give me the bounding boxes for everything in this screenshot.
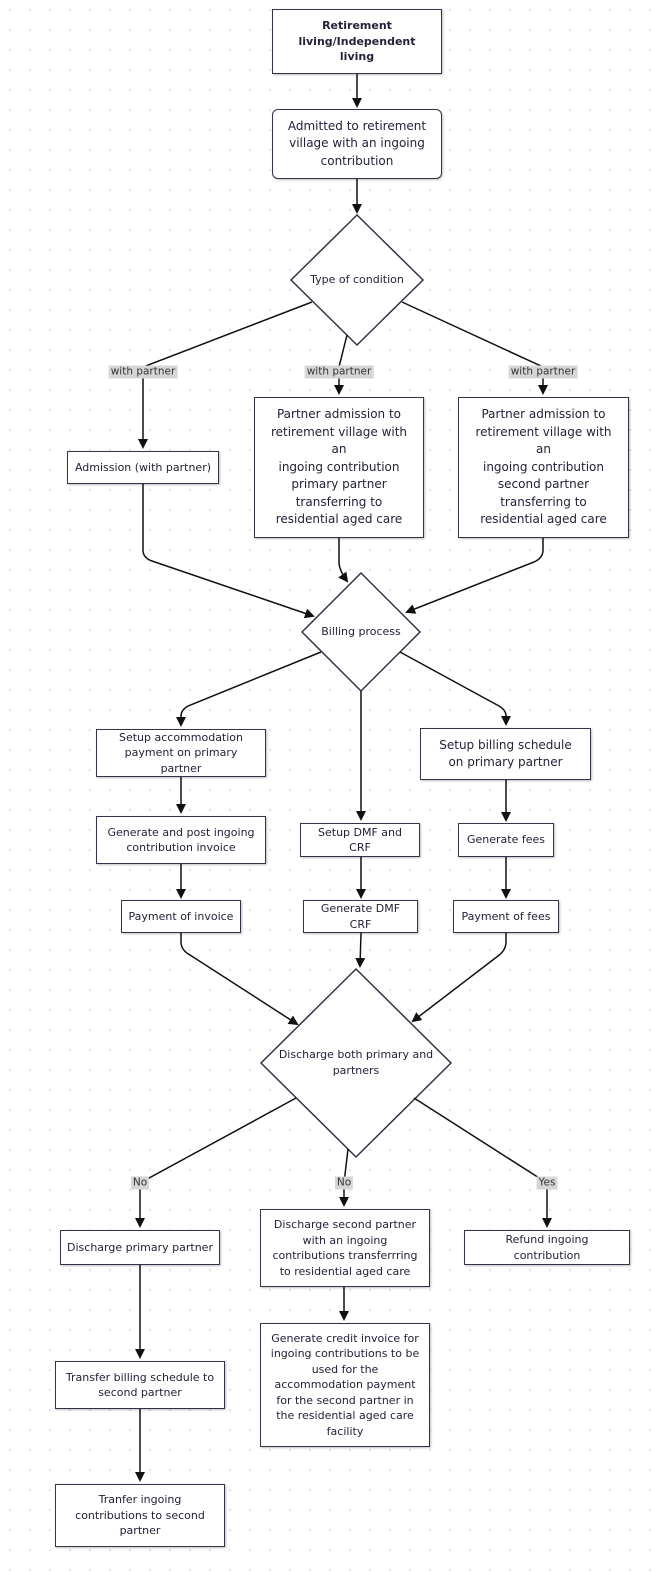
node-admitted-retirement-village: Admitted to retirement village with an i… (272, 109, 442, 179)
edge-type-to-partner-second (401, 301, 548, 395)
node-partner-admission-second: Partner admission to retirement village … (458, 397, 629, 538)
decision-discharge-both-shape (259, 967, 453, 1159)
decision-type-of-condition-shape (289, 213, 425, 347)
decision-billing-process-label: Billing process (321, 625, 401, 638)
node-retirement-living: Retirement living/Independent living (272, 9, 442, 74)
node-discharge-second-partner: Discharge second partner with an ingoing… (260, 1209, 430, 1287)
decision-type-of-condition-label: Type of condition (310, 273, 404, 286)
edge-billing-to-setup-schedule (399, 651, 511, 726)
edge-payment-invoice-to-discharge (180, 933, 299, 1026)
edge-label-yes-right: Yes (536, 1176, 558, 1190)
node-admission-with-partner: Admission (with partner) (67, 451, 219, 484)
edge-label-with-partner-right: with partner (508, 365, 578, 379)
edge-partner-second-to-billing (405, 538, 544, 614)
node-refund-ingoing-contribution: Refund ingoing contribution (464, 1230, 630, 1265)
node-generate-fees: Generate fees (458, 823, 554, 857)
node-tranfer-ingoing-contributions: Tranfer ingoing contributions to second … (55, 1484, 225, 1547)
edge-label-with-partner-left: with partner (108, 365, 178, 379)
edge-admission-to-billing (142, 484, 315, 619)
edge-label-with-partner-mid: with partner (304, 365, 374, 379)
decision-discharge-both-label: Discharge both primary and partners (278, 1048, 434, 1077)
node-transfer-billing-schedule: Transfer billing schedule to second part… (55, 1361, 225, 1409)
edge-type-to-partner-primary (334, 334, 348, 395)
node-setup-billing-schedule: Setup billing schedule on primary partne… (420, 728, 591, 780)
node-payment-of-fees: Payment of fees (453, 900, 559, 933)
node-setup-dmf-crf: Setup DMF and CRF (300, 823, 420, 857)
node-generate-dmf-crf: Generate DMF CRF (303, 900, 418, 933)
edge-label-no-mid: No (334, 1176, 354, 1190)
node-generate-post-invoice: Generate and post ingoing contribution i… (96, 816, 266, 864)
edge-partner-primary-to-billing (338, 538, 349, 583)
node-discharge-primary-partner: Discharge primary partner (60, 1230, 220, 1265)
node-generate-credit-invoice: Generate credit invoice for ingoing cont… (260, 1323, 430, 1447)
edge-discharge-to-refund (413, 1097, 552, 1228)
edge-generate-dmf-to-discharge (355, 932, 366, 968)
node-payment-of-invoice: Payment of invoice (121, 900, 241, 933)
edge-discharge-to-discharge-primary (135, 1097, 297, 1228)
edge-payment-fees-to-discharge (411, 933, 507, 1023)
node-setup-accommodation: Setup accommodation payment on primary p… (96, 729, 266, 777)
node-partner-admission-primary: Partner admission to retirement village … (254, 397, 424, 538)
edge-label-no-left: No (130, 1176, 150, 1190)
edge-billing-to-setup-accommodation (176, 651, 322, 727)
